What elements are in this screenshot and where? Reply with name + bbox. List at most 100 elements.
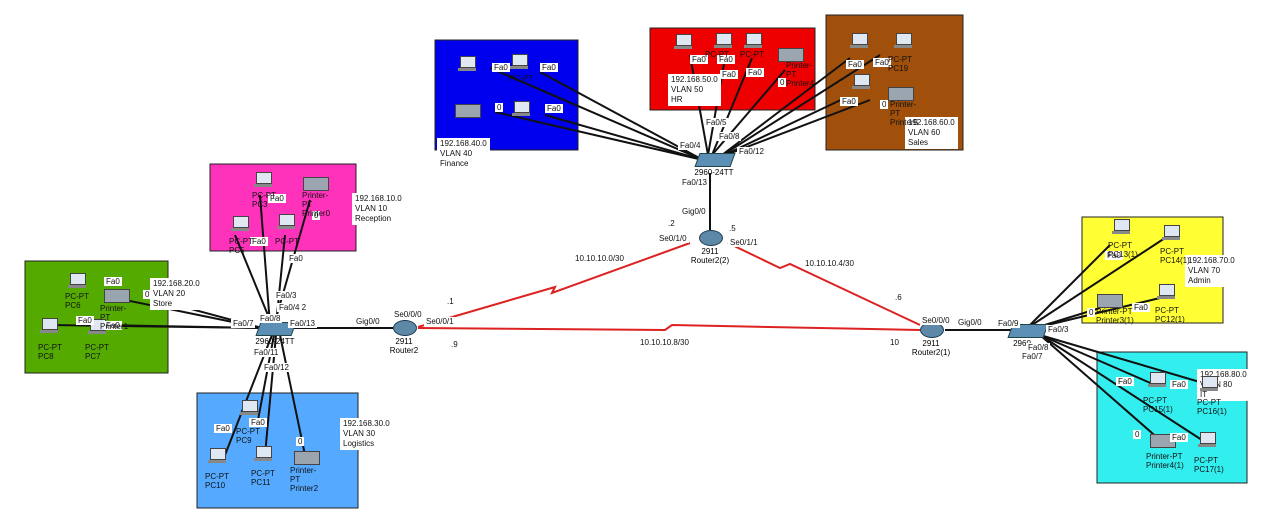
- device-label-pc-hr-2: PC-PT: [705, 50, 729, 59]
- router-icon: [699, 230, 723, 246]
- zone-store: [24, 260, 169, 374]
- port-label: Fa0: [104, 277, 122, 286]
- pc-icon: [68, 273, 86, 288]
- router-name: Router2(1): [911, 348, 951, 357]
- router-name: Router2: [389, 346, 419, 355]
- zone-finance: [434, 39, 579, 151]
- pc-icon: [744, 33, 762, 48]
- port-label: Fa0: [540, 63, 558, 72]
- port-label: Fa0/8: [1026, 343, 1051, 352]
- port-label: Fa0: [1116, 377, 1134, 386]
- device-label-pc-rec-3: PC-PT: [275, 237, 299, 246]
- vlan-note-finance: 192.168.40.0 VLAN 40 Finance: [437, 138, 490, 170]
- zone-reception: [209, 163, 357, 252]
- ip-suffix: .6: [895, 293, 902, 302]
- port-label: 0: [1133, 430, 1142, 439]
- port-label: Fa0/13: [288, 319, 317, 328]
- port-label: Fa0: [717, 55, 735, 64]
- port-label: Fa0: [1170, 433, 1188, 442]
- port-label: Fa0/13: [680, 178, 709, 187]
- router-model: 2911: [395, 337, 413, 346]
- device-label-printer-rec: Printer-PT Printer0: [302, 191, 331, 218]
- pc-icon: [254, 446, 272, 461]
- port-label: Fa0/4 2: [277, 303, 309, 312]
- device-label-pc-it-2: PC-PT PC16(1): [1197, 398, 1227, 416]
- vlan-note-logistics: 192.168.30.0 VLAN 30 Logistics: [340, 418, 393, 450]
- ip-suffix: .2: [668, 219, 675, 228]
- pc-icon: [458, 56, 476, 71]
- port-label: 0: [143, 290, 152, 299]
- port-label: Fa0: [250, 237, 268, 246]
- port-label: Fa0/12: [737, 147, 766, 156]
- pc-icon: [1157, 284, 1175, 299]
- device-label-pc-store-3: PC-PT PC7: [85, 343, 109, 361]
- port-label: Fa0/5: [704, 118, 729, 127]
- port-label: Fa0: [287, 254, 305, 263]
- port-label: Fa0/4: [678, 141, 703, 150]
- device-label-pc-adm-3: PC-PT PC12(1): [1155, 306, 1185, 324]
- ip-suffix: .9: [451, 340, 458, 349]
- port-label: 0: [296, 437, 305, 446]
- pc-icon: [231, 216, 249, 231]
- port-label: Fa0: [690, 55, 708, 64]
- port-label: 0: [495, 103, 504, 112]
- pc-icon: [208, 448, 226, 463]
- pc-icon: [674, 34, 692, 49]
- serial-link-left-top: [417, 242, 691, 328]
- port-label: Fa0: [840, 97, 858, 106]
- switch-model: 2960-24TT: [694, 168, 734, 177]
- device-label-printer-log: Printer-PT Printer2: [290, 466, 319, 493]
- port-label: Se0/0/1: [424, 317, 456, 326]
- port-label: Fa0/3: [274, 291, 299, 300]
- port-label: 0: [312, 211, 321, 220]
- pc-icon: [40, 318, 58, 333]
- port-label: Fa0: [873, 58, 891, 67]
- ip-suffix: .1: [447, 297, 454, 306]
- pc-icon: [1198, 432, 1216, 447]
- device-label-printer-adm: Printer-PT Printer3(1): [1096, 307, 1134, 325]
- port-label: Se0/1/1: [728, 238, 760, 247]
- device-label-pc-it-1: PC-PT PC15(1): [1143, 396, 1173, 414]
- device-label-pc-hr-3: PC-PT: [740, 50, 764, 59]
- port-label: 0: [1087, 308, 1096, 317]
- router-icon: [393, 320, 417, 336]
- switch-model: 2960: [1013, 339, 1031, 348]
- printer-icon: [1097, 294, 1123, 308]
- network-label-right-top: 10.10.10.4/30: [805, 259, 854, 268]
- vlan-note-sales: 192.168.60.0 VLAN 60 Sales: [905, 117, 958, 149]
- device-label-pc-log-2: PC-PT PC10: [205, 472, 229, 490]
- ip-suffix: .5: [729, 224, 736, 233]
- ip-suffix: 10: [890, 338, 899, 347]
- router-model: 2911: [701, 247, 719, 256]
- port-label: Fa0: [104, 321, 122, 330]
- device-label-pc-rec-1: PC-PT PC3: [252, 191, 276, 209]
- port-label: Fa0: [846, 60, 864, 69]
- device-label-pc-log-3: PC-PT PC11: [251, 469, 275, 487]
- port-label: Fa0: [746, 68, 764, 77]
- pc-icon: [852, 74, 870, 89]
- pc-icon: [850, 33, 868, 48]
- printer-icon: [778, 48, 804, 62]
- port-label: Fa0/8: [717, 132, 742, 141]
- device-label-printer-store: Printer-PT Printer1: [100, 304, 129, 331]
- port-label: Fa0: [1132, 303, 1150, 312]
- device-label-pc-adm-2: PC-PT PC14(1): [1160, 247, 1190, 265]
- printer-icon: [888, 87, 914, 101]
- router-model: 2911: [922, 339, 940, 348]
- vlan-note-reception: 192.168.10.0 VLAN 10 Reception: [352, 193, 405, 225]
- vlan-note-store: 192.168.20.0 VLAN 20 Store: [150, 278, 203, 310]
- pc-icon: [1162, 225, 1180, 240]
- port-label: Fa0/7: [1020, 352, 1045, 361]
- device-label-pc-finance-2: PC-PT: [509, 74, 533, 83]
- port-label: Gig0/0: [680, 207, 708, 216]
- network-label-bottom: 10.10.10.8/30: [640, 338, 689, 347]
- port-label: Se0/0/0: [392, 310, 424, 319]
- port-label: Fa0: [1170, 380, 1188, 389]
- port-label: Fa0: [249, 418, 267, 427]
- port-label: Fa0: [76, 316, 94, 325]
- device-label-pc-rec-2: PC-PT PC5: [229, 237, 253, 255]
- device-label-printer-sales: Printer-PT Printer5: [890, 100, 919, 127]
- port-label: Fa0/8: [258, 314, 283, 323]
- device-label-pc-store-1: PC-PT PC6: [65, 292, 89, 310]
